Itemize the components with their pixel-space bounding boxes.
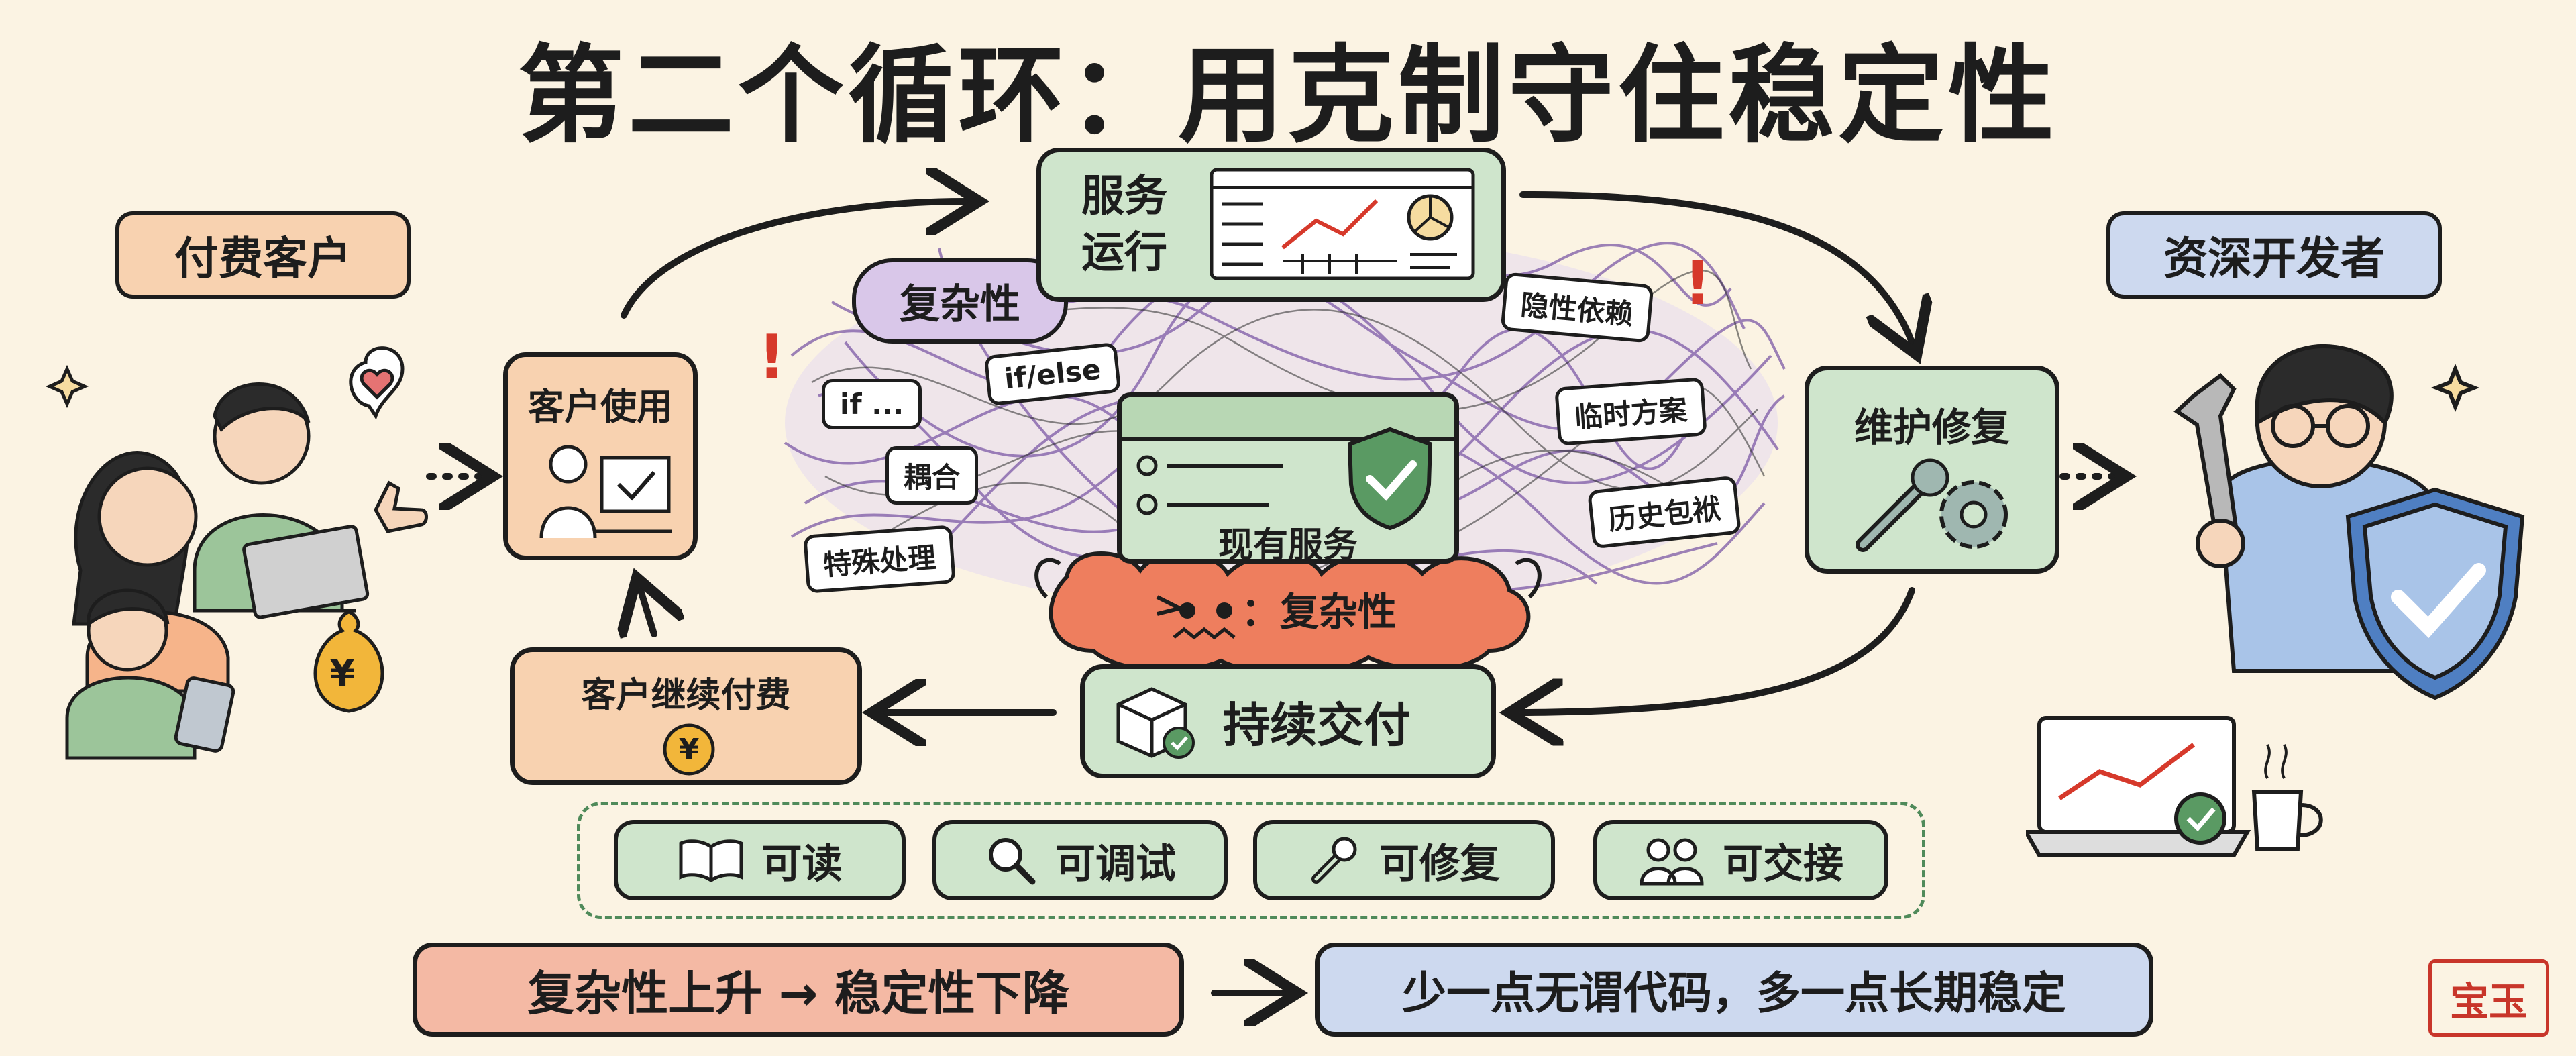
customer-use-label: 客户使用	[528, 386, 673, 428]
dashboard-icon	[1210, 168, 1475, 280]
quality-transferable: 可交接	[1593, 820, 1888, 900]
arrow-paying-to-use	[641, 590, 654, 634]
package-check-icon	[1116, 687, 1195, 759]
label-paying-customers: 付费客户	[115, 211, 411, 299]
laptop-mug-illustration	[2026, 716, 2323, 857]
existing-service-label: 现有服务	[1218, 525, 1358, 566]
maintain-label: 维护修复	[1854, 405, 2010, 450]
people-icon	[1640, 838, 1704, 886]
service-run-label: 服务 运行	[1081, 172, 1167, 278]
exclamation-icon: !	[758, 322, 786, 392]
continuous-delivery-label: 持续交付	[1223, 697, 1411, 753]
exclamation-icon: !	[1684, 248, 1712, 319]
complexity-cloud: 复杂性	[852, 258, 1068, 344]
arrow-maintain-to-delivery	[1523, 587, 1915, 712]
customers-illustration: ¥	[45, 346, 428, 760]
tag-if: if ...	[822, 379, 922, 429]
node-service-run: 服务 运行	[1036, 148, 1506, 302]
developer-illustration	[2174, 344, 2525, 700]
banner-long-term-stability: 少一点无谓代码，多一点长期稳定	[1315, 943, 2153, 1037]
label-senior-developer: 资深开发者	[2106, 211, 2442, 299]
arrow-run-to-maintain	[1519, 191, 1912, 342]
wrench-icon	[1311, 837, 1357, 884]
node-customer-keep-paying: 客户继续付费 ¥	[510, 647, 862, 785]
existing-service-card: 现有服务	[1117, 392, 1459, 566]
page-title: 第二个循环：用克制守住稳定性	[518, 34, 2058, 158]
node-maintain-fix: 维护修复	[1805, 366, 2059, 574]
node-continuous-delivery: 持续交付	[1080, 664, 1496, 778]
wrench-gear-icon	[1856, 458, 2008, 552]
svg-text:¥: ¥	[329, 652, 355, 694]
tag-special-handling: 特殊处理	[803, 525, 956, 594]
coin-icon: ¥	[663, 723, 715, 776]
shield-check-icon	[1347, 427, 1433, 531]
banner-complexity-rise: 复杂性上升 → 稳定性下降	[413, 943, 1184, 1037]
qualities-group	[577, 802, 1925, 919]
user-at-computer-icon	[539, 445, 672, 539]
author-seal: 宝玉	[2428, 959, 2549, 1037]
arrow-use-to-run	[621, 201, 966, 319]
quality-readable: 可读	[614, 820, 906, 900]
keep-paying-label: 客户继续付费	[581, 676, 791, 716]
tag-temporary-workaround: 临时方案	[1554, 377, 1707, 446]
monster-label: ：复杂性	[1241, 589, 1397, 635]
complexity-cloud-label: 复杂性	[900, 281, 1020, 328]
tag-coupling: 耦合	[885, 446, 979, 505]
book-icon	[679, 839, 743, 883]
svg-text:¥: ¥	[679, 733, 700, 767]
list-lines-icon	[1136, 455, 1283, 515]
quality-fixable: 可修复	[1253, 820, 1555, 900]
node-customer-use: 客户使用	[503, 352, 698, 560]
magnifier-icon	[989, 838, 1036, 885]
quality-debuggable: 可调试	[932, 820, 1228, 900]
